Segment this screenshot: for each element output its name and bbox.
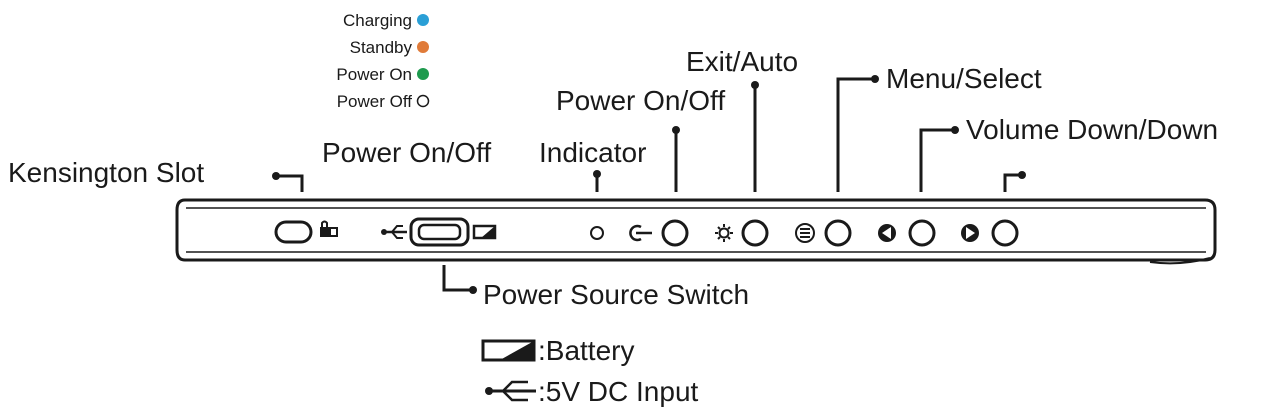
usb-key-icon — [485, 380, 536, 402]
indicator-legend: Charging Standby Power On Power Off — [336, 11, 430, 111]
speaker-up-icon — [961, 224, 979, 242]
kensington-slot-label: Kensington Slot — [8, 157, 204, 188]
menu-select-button[interactable] — [824, 219, 852, 247]
volume-down-button[interactable] — [908, 219, 936, 247]
volume-down-leader — [919, 128, 955, 192]
device-edge — [175, 198, 1217, 265]
kensington-slot-leader-dot — [272, 172, 280, 180]
battery-key-icon — [481, 339, 536, 362]
volume-up-leader-dot — [1018, 171, 1026, 179]
indicator-label-line2: Indicator — [539, 137, 646, 168]
menu-select-leader-dot — [871, 75, 879, 83]
indicator-leader-dot — [593, 170, 601, 178]
battery-icon — [472, 224, 497, 240]
sun-icon — [715, 224, 733, 242]
power-source-leader — [442, 265, 473, 292]
power-switch-label: Power On/Off — [322, 137, 491, 168]
legend-label-power-off: Power Off — [337, 92, 413, 111]
menu-select-leader — [836, 77, 875, 192]
power-on-led-dot — [417, 68, 429, 80]
charging-led-dot — [417, 14, 429, 26]
volume-down-leader-dot — [951, 126, 959, 134]
menu-select-label: Menu/Select — [886, 63, 1042, 94]
power-source-switch[interactable] — [409, 217, 470, 247]
legend-label-standby: Standby — [350, 38, 413, 57]
power-source-leader-dot — [469, 286, 477, 294]
menu-icon — [795, 223, 815, 243]
power-indicator-led — [590, 226, 604, 240]
exit-auto-leader-dot — [751, 81, 759, 89]
dc-input-key-label: :5V DC Input — [538, 376, 699, 407]
exit-auto-label: Exit/Auto — [686, 46, 798, 77]
volume-up-leader — [1003, 173, 1022, 192]
kensington-slot-leader — [276, 174, 304, 192]
volume-down-label: Volume Down/Down — [966, 114, 1218, 145]
standby-led-dot — [417, 41, 429, 53]
speaker-down-icon — [878, 224, 896, 242]
indicator-label-line1: Power On/Off — [556, 85, 725, 116]
power-button-leader-dot — [672, 126, 680, 134]
legend-label-power-on: Power On — [336, 65, 412, 84]
volume-up-button[interactable] — [991, 219, 1019, 247]
lock-icon — [320, 220, 338, 237]
power-off-led-dot — [416, 94, 430, 108]
usb-icon — [381, 225, 407, 239]
power-source-label: Power Source Switch — [483, 279, 749, 310]
power-button[interactable] — [661, 219, 689, 247]
lock-slot-icon — [274, 220, 313, 244]
power-icon — [629, 224, 652, 242]
battery-key-label: :Battery — [538, 335, 634, 366]
legend-label-charging: Charging — [343, 11, 412, 30]
exit-auto-button[interactable] — [741, 219, 769, 247]
